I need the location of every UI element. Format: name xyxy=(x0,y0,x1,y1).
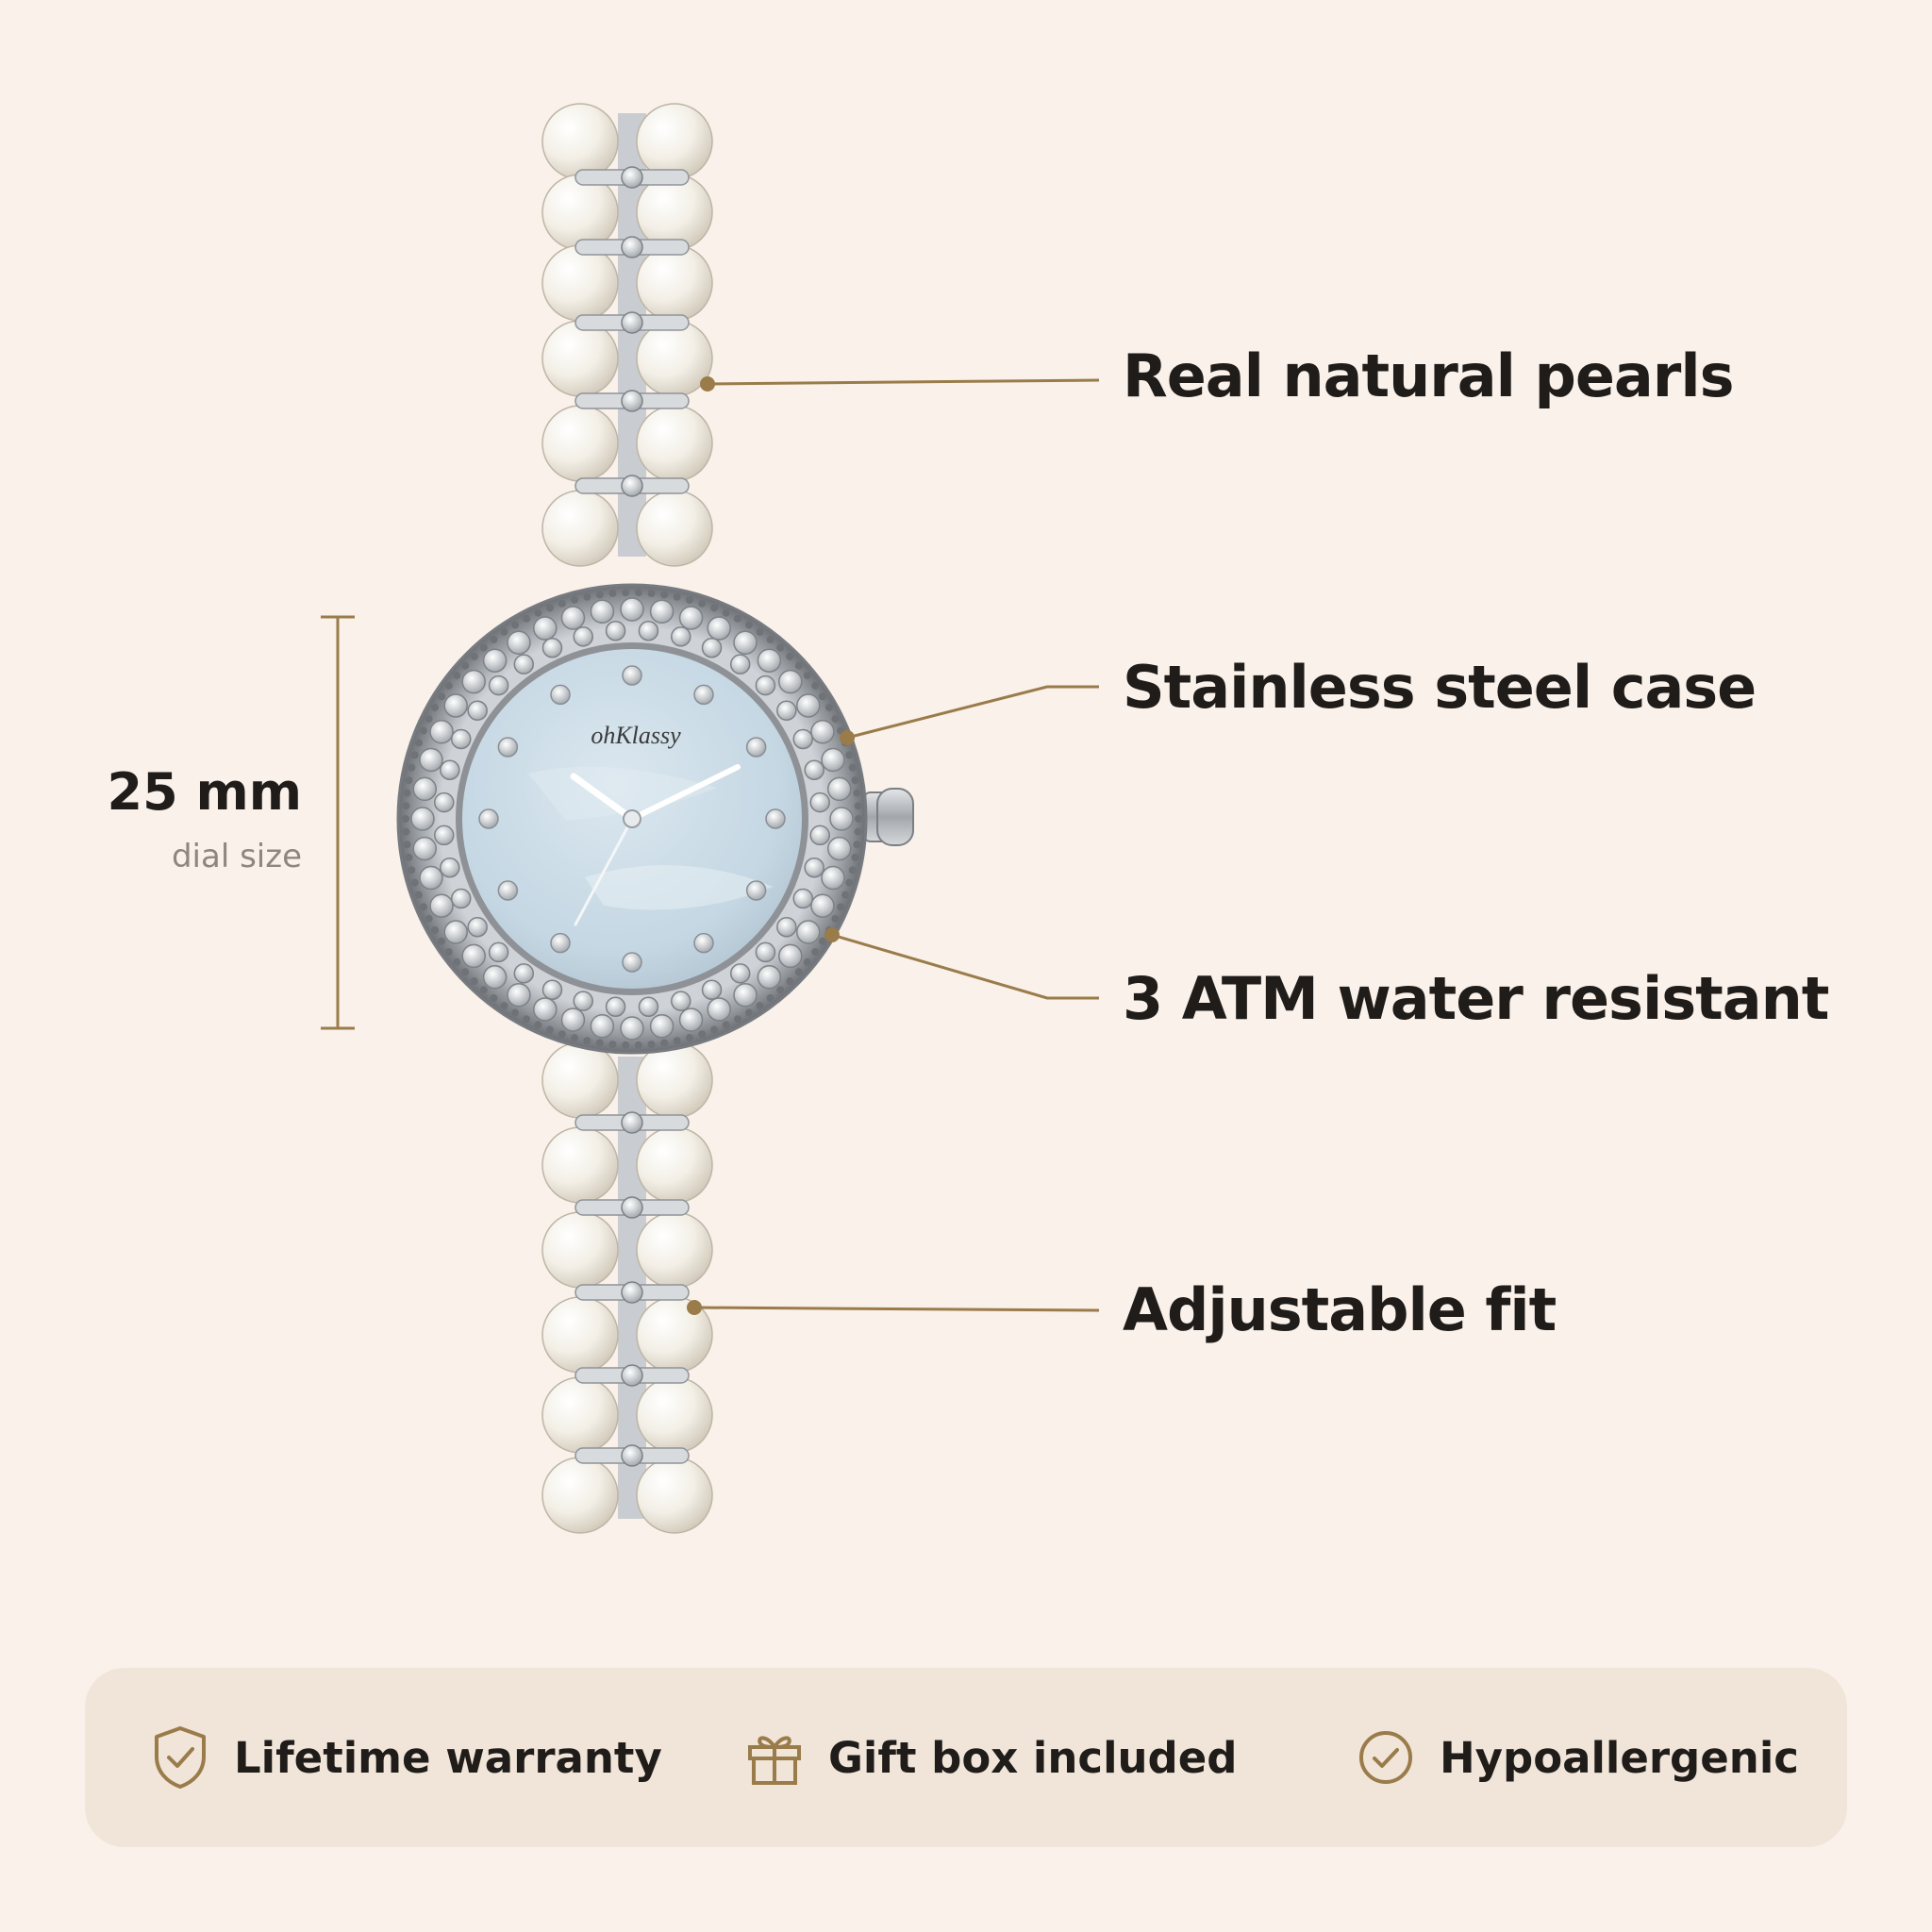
feature-real-natural-pearls: Real natural pearls xyxy=(1123,341,1734,410)
perk-hypoallergenic: Hypoallergenic xyxy=(1357,1668,1799,1847)
perk-label: Lifetime warranty xyxy=(234,1732,662,1783)
callout-lines xyxy=(693,378,1100,1312)
dimension-bracket xyxy=(321,615,355,1030)
watch-dial: ohKlassy xyxy=(462,649,802,989)
watch-crown xyxy=(862,788,914,846)
dial-size-caption: dial size xyxy=(171,838,302,875)
minute-hand xyxy=(629,764,741,822)
perk-label: Gift box included xyxy=(828,1732,1238,1783)
second-hand xyxy=(574,817,634,926)
gift-box-icon xyxy=(748,1736,801,1785)
dial-size-value: 25 mm xyxy=(107,762,302,822)
hour-hand xyxy=(570,773,636,823)
perk-gift-box: Gift box included xyxy=(745,1668,1237,1847)
check-circle-icon xyxy=(1359,1731,1412,1784)
feature-adjustable-fit: Adjustable fit xyxy=(1123,1275,1557,1344)
callout-dots xyxy=(687,376,855,1315)
feature-water-resistant: 3 ATM water resistant xyxy=(1123,964,1829,1033)
feature-stainless-steel-case: Stainless steel case xyxy=(1123,653,1757,722)
perk-lifetime-warranty: Lifetime warranty xyxy=(151,1668,662,1847)
lower-pearl-strap xyxy=(541,1041,713,1534)
upper-pearl-strap xyxy=(541,103,713,567)
brand-logo: ohKlassy xyxy=(591,722,681,749)
perks-bar: Lifetime warranty Gift box included Hypo… xyxy=(85,1668,1847,1847)
perk-label: Hypoallergenic xyxy=(1440,1732,1799,1783)
shield-check-icon xyxy=(155,1726,206,1789)
